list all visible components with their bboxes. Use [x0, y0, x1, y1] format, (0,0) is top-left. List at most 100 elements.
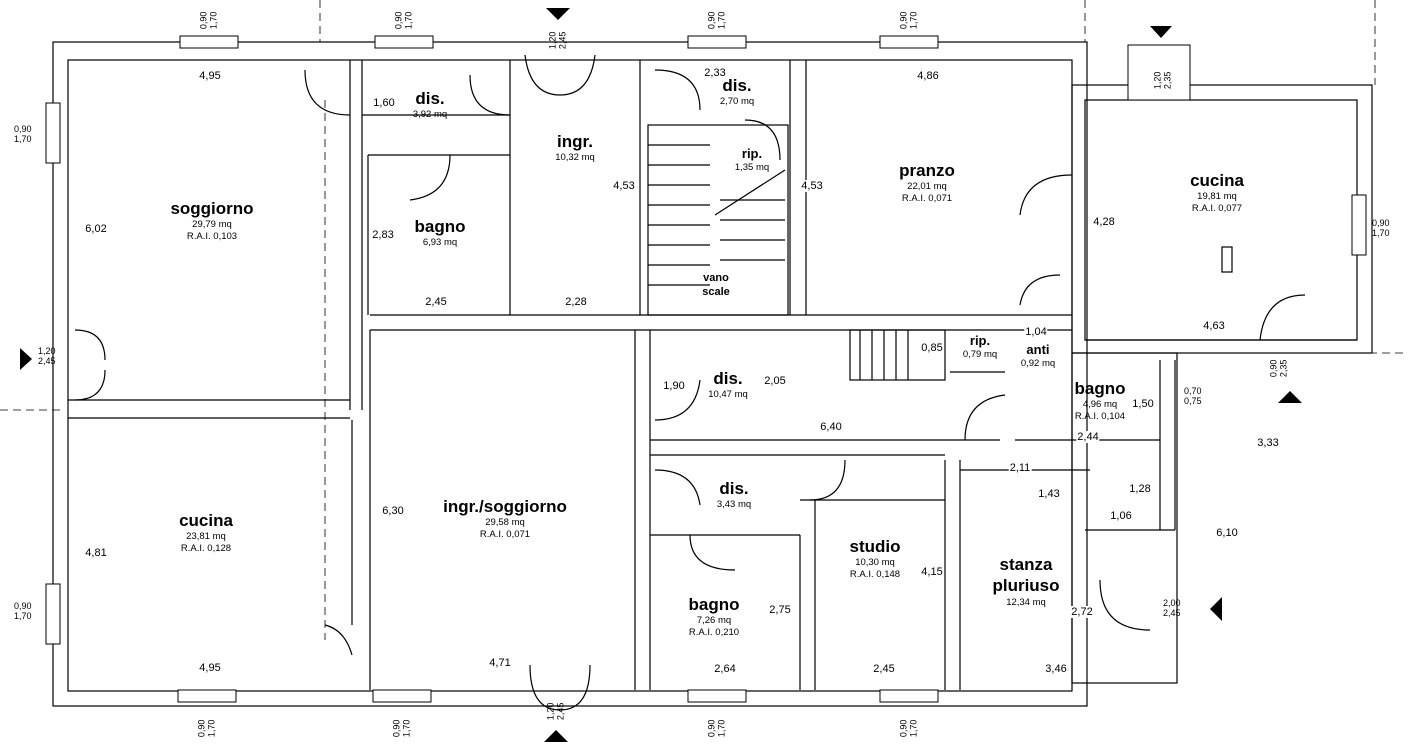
window-height: 1,70	[909, 719, 919, 738]
dimension-label: 1,04	[1024, 326, 1048, 338]
dimension-label: 2,05	[763, 375, 787, 387]
dimension-label: 2,83	[371, 229, 395, 241]
room-area: 0,92 mq	[1020, 358, 1056, 370]
window-width: 0,90	[706, 719, 717, 738]
right-lower-wall	[1071, 352, 1178, 684]
dimension-label: 1,43	[1037, 488, 1061, 500]
room-cucina-1: cucina 19,81 mq R.A.I. 0,077	[1190, 170, 1244, 215]
room-area: 22,01 mq	[907, 181, 947, 193]
room-dis-3: dis. 10,47 mq	[708, 368, 748, 401]
dimension-label: 1,50	[1131, 398, 1155, 410]
dimension-label: 2,75	[768, 604, 792, 616]
window-width: 1,20	[545, 702, 556, 721]
dimension-label: 2,28	[564, 296, 588, 308]
window-width: 0,90	[1268, 359, 1279, 378]
room-name: anti	[1026, 342, 1050, 357]
window-height: 1,70	[14, 134, 32, 145]
window-height: 1,70	[717, 719, 727, 738]
dimension-label: 4,95	[198, 662, 222, 674]
room-rip-1: rip. 1,35 mq	[735, 146, 769, 174]
window-width: 1,20	[547, 31, 558, 50]
room-soggiorno: soggiorno 29,79 mq R.A.I. 0,103	[170, 198, 253, 243]
room-area: 3,92 mq	[412, 109, 448, 121]
window-width: 0,90	[391, 719, 402, 738]
room-area: 29,79 mq	[192, 219, 232, 231]
room-name: cucina	[179, 511, 233, 530]
room-area: 12,34 mq	[1006, 596, 1046, 608]
dimension-label: 4,86	[916, 70, 940, 82]
room-pranzo: pranzo 22,01 mq R.A.I. 0,071	[899, 160, 955, 205]
room-name: ingr.	[557, 132, 593, 151]
window-height: 2,35	[1163, 71, 1173, 90]
room-area: 0,79 mq	[962, 349, 998, 361]
window-width: 0,90	[14, 601, 32, 611]
room-name: cucina	[1190, 171, 1244, 190]
window-width: 0,70	[1184, 386, 1202, 396]
stairs-lower	[849, 329, 946, 381]
window-height: 1,70	[909, 11, 919, 30]
room-bagno-3: bagno 7,26 mq R.A.I. 0,210	[689, 594, 740, 639]
room-name: studio	[849, 537, 901, 556]
room-stanza-pluriuso: stanza pluriuso 12,34 mq	[992, 554, 1059, 608]
dimension-label: 4,71	[488, 657, 512, 669]
window-width: 0,90	[898, 719, 909, 738]
window-height: 1,70	[717, 11, 727, 30]
kitchen-annex-wall	[1071, 84, 1373, 354]
room-rai: R.A.I. 0,148	[849, 569, 901, 581]
dimension-label: 4,95	[198, 70, 222, 82]
window-height: 1,70	[14, 611, 32, 622]
dimension-label: 2,11	[1008, 462, 1032, 474]
room-name: bagno	[1074, 379, 1126, 398]
room-name: dis.	[713, 369, 743, 388]
dimension-label: 4,53	[800, 180, 824, 192]
dimension-label: 6,02	[84, 223, 108, 235]
dimension-label: 1,60	[372, 97, 396, 109]
room-area: 19,81 mq	[1197, 191, 1237, 203]
window-height: 1,70	[209, 11, 219, 30]
window-width: 0,90	[706, 11, 717, 30]
room-name: rip.	[969, 333, 991, 348]
room-name: rip.	[741, 146, 763, 161]
room-area: 7,26 mq	[696, 615, 732, 627]
room-name: dis.	[719, 479, 749, 498]
window-width: 0,90	[1372, 218, 1390, 228]
room-rai: R.A.I. 0,103	[186, 231, 238, 243]
room-rai: R.A.I. 0,077	[1191, 203, 1243, 215]
room-area: 4,96 mq	[1082, 399, 1118, 411]
room-dis-2: dis. 2,70 mq	[720, 75, 754, 108]
window-width: 1,20	[1152, 71, 1163, 90]
room-vano-scale: vano scale	[702, 272, 730, 300]
stairs-upper	[647, 124, 789, 316]
window-height: 1,70	[207, 719, 217, 738]
outer-wall	[52, 41, 1088, 707]
room-name: scale	[702, 285, 730, 298]
room-name: dis.	[415, 89, 445, 108]
dimension-label: 4,53	[612, 180, 636, 192]
window-width: 0,90	[898, 11, 909, 30]
room-name: ingr./soggiorno	[443, 497, 567, 516]
room-name: vano	[703, 272, 729, 284]
dimension-label: 3,46	[1044, 663, 1068, 675]
dimension-label: 2,45	[872, 663, 896, 675]
room-cucina-2: cucina 23,81 mq R.A.I. 0,128	[179, 510, 233, 555]
room-name: bagno	[414, 217, 466, 236]
room-name: pranzo	[899, 161, 955, 180]
room-dis-4: dis. 3,43 mq	[717, 478, 751, 511]
room-bagno-2: bagno 4,96 mq R.A.I. 0,104	[1075, 378, 1126, 423]
window-width: 0,90	[196, 719, 207, 738]
dimension-label: 4,28	[1092, 216, 1116, 228]
window-width: 0,90	[393, 11, 404, 30]
room-area: 10,47 mq	[708, 389, 748, 401]
